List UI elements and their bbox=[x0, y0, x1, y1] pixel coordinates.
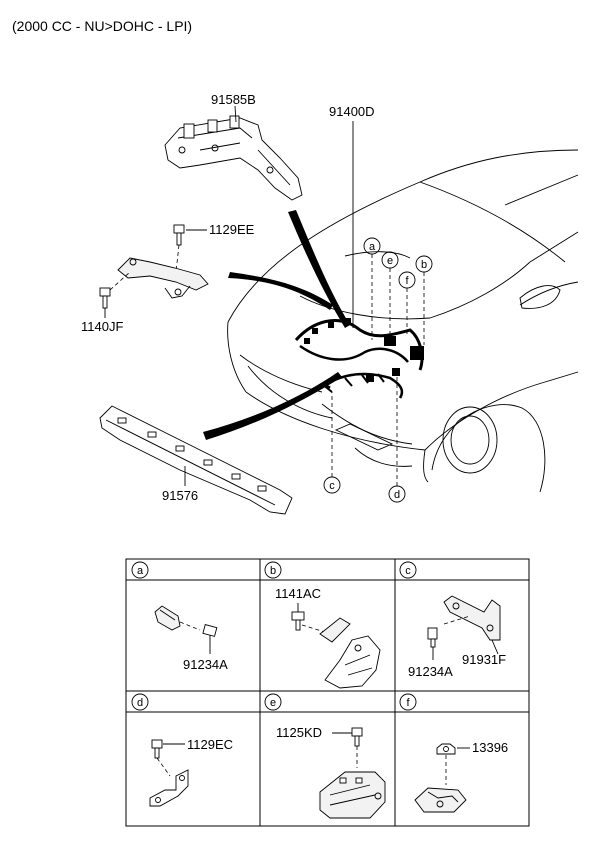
leader-swoosh-top bbox=[288, 210, 350, 328]
main-wire-harness bbox=[294, 318, 424, 399]
svg-text:b: b bbox=[270, 565, 276, 577]
cell-a-parts bbox=[154, 605, 218, 654]
svg-text:f: f bbox=[406, 697, 410, 709]
callout-e: e bbox=[381, 251, 399, 345]
callout-a: a bbox=[363, 237, 381, 340]
callout-f: f bbox=[398, 271, 416, 335]
part-91234a-a: 91234A bbox=[183, 657, 228, 672]
cell-e-parts bbox=[319, 727, 386, 819]
callout-f-letter: f bbox=[405, 275, 409, 287]
cell-f-parts bbox=[414, 743, 470, 813]
svg-text:a: a bbox=[137, 565, 144, 577]
callout-d-letter: d bbox=[394, 489, 400, 501]
cell-header-d: d bbox=[131, 693, 149, 711]
bracket-harness-small bbox=[117, 257, 209, 299]
part-1141ac: 1141AC bbox=[275, 586, 321, 601]
svg-text:c: c bbox=[405, 565, 411, 577]
car-illustration bbox=[227, 149, 579, 493]
cell-header-c: c bbox=[399, 561, 417, 579]
cell-header-f: f bbox=[399, 693, 417, 711]
label-91400d: 91400D bbox=[329, 104, 375, 119]
part-1129ec: 1129EC bbox=[187, 737, 233, 752]
callout-b-letter: b bbox=[421, 259, 427, 271]
label-91585b: 91585B bbox=[211, 92, 256, 107]
cell-d-parts bbox=[149, 739, 189, 807]
bracket-91585b bbox=[164, 105, 303, 201]
leader-swoosh-bottom bbox=[203, 372, 342, 440]
callout-d: d bbox=[388, 372, 406, 503]
cell-header-b: b bbox=[264, 561, 282, 579]
callout-e-letter: e bbox=[387, 255, 393, 267]
label-1129ee: 1129EE bbox=[209, 222, 255, 237]
bolt-1140jf bbox=[99, 271, 131, 318]
part-13396: 13396 bbox=[472, 740, 508, 755]
cell-c-parts bbox=[427, 595, 501, 660]
part-91931f: 91931F bbox=[462, 652, 506, 667]
part-1125kd: 1125KD bbox=[276, 725, 322, 740]
engine-spec-header: (2000 CC - NU>DOHC - LPI) bbox=[12, 18, 193, 34]
label-1140jf: 1140JF bbox=[81, 319, 123, 334]
front-harness-protector-91576 bbox=[99, 405, 293, 515]
bolt-1129ee bbox=[173, 224, 207, 273]
label-91576: 91576 bbox=[162, 488, 198, 503]
callout-a-letter: a bbox=[369, 241, 376, 253]
cell-b-parts bbox=[291, 603, 381, 689]
callout-c: c bbox=[323, 392, 341, 494]
svg-text:d: d bbox=[137, 697, 143, 709]
callout-c-letter: c bbox=[329, 480, 335, 492]
detail-grid bbox=[125, 558, 530, 827]
leader-swoosh-middle bbox=[228, 272, 333, 310]
cell-header-e: e bbox=[264, 693, 282, 711]
svg-text:e: e bbox=[270, 697, 276, 709]
callout-b: b bbox=[415, 255, 433, 345]
part-91234a-c: 91234A bbox=[408, 664, 453, 679]
cell-header-a: a bbox=[131, 561, 149, 579]
